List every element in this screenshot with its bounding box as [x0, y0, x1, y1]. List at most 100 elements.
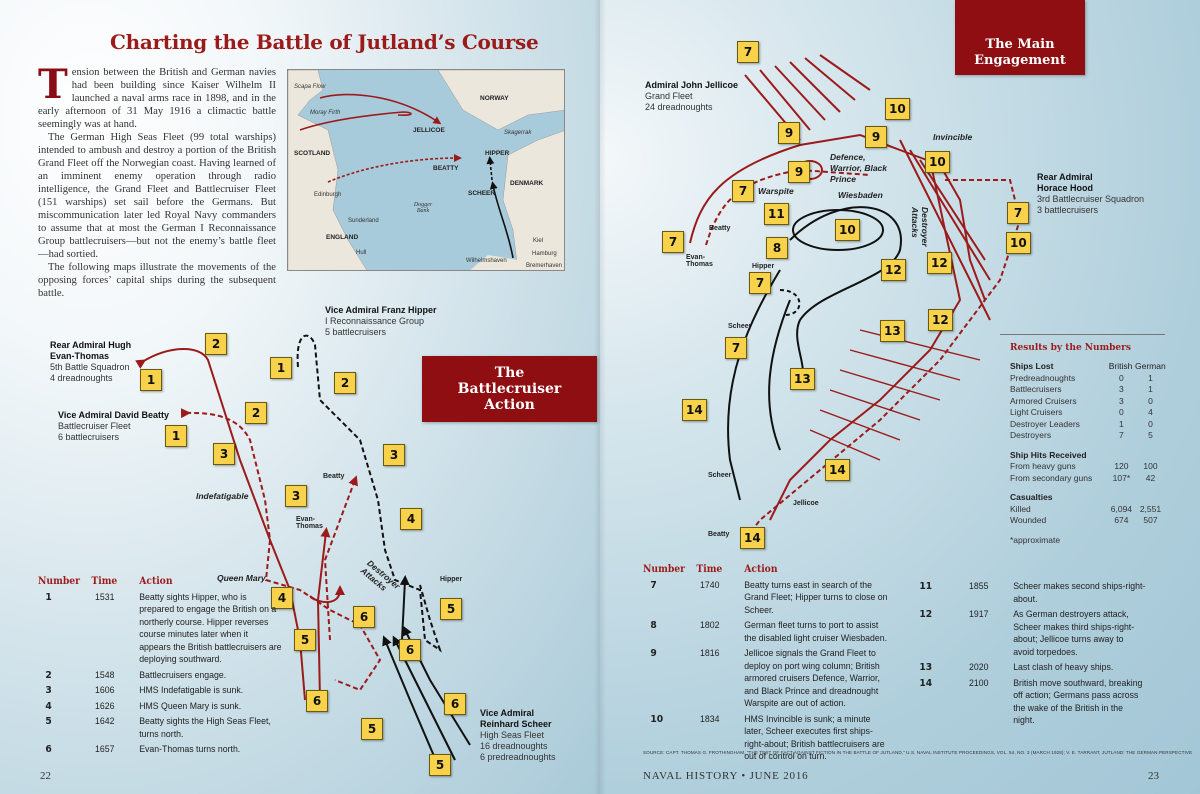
- event-action: Last clash of heavy ships.: [1013, 662, 1114, 673]
- event-action: British move southward, breaking off act…: [1013, 677, 1143, 727]
- label-scotland: SCOTLAND: [294, 150, 331, 157]
- text-element: 3rd Battlecruiser Squadron: [1037, 194, 1145, 204]
- number-badge: 6: [444, 693, 466, 715]
- event-number: 13: [919, 662, 933, 673]
- results-cell: 1: [1148, 384, 1153, 394]
- event-time: 1740: [700, 579, 720, 591]
- results-cell: 107*: [1112, 472, 1131, 483]
- text-element: 16 dreadnoughts: [480, 741, 548, 751]
- results-footnote: *approximate: [1010, 534, 1061, 545]
- text-element: British: [1108, 361, 1133, 371]
- label-kiel: Kiel: [533, 238, 544, 244]
- results-cell: 0: [1119, 372, 1124, 383]
- source-credit: SOURCE: CAPT. THOMAS G. FROTHINGHAM, “TH…: [643, 750, 1193, 755]
- number-badge: 12: [881, 259, 906, 281]
- label-denmark: DENMARK: [510, 180, 544, 187]
- number-badge: 12: [928, 309, 953, 331]
- number-badge: 1: [270, 357, 292, 379]
- event-action: Beatty sights the High Seas Fleet, turns…: [139, 716, 271, 740]
- header-time: Time: [696, 564, 723, 575]
- number-badge: 14: [682, 399, 707, 421]
- text-element: Rear Admiral Hugh Evan-Thomas: [50, 340, 132, 361]
- number-badge: 5: [440, 598, 462, 620]
- text-element: 6 predreadnoughts: [480, 752, 556, 762]
- label-beatty: Beatty: [709, 225, 731, 232]
- results-title: Results by the Numbers: [1010, 343, 1131, 353]
- number-badge: 6: [353, 606, 375, 628]
- page-number-right: 23: [1148, 770, 1159, 782]
- results-cell: Predreadnoughts: [1010, 372, 1076, 383]
- text-element: 6 battlecruisers: [58, 432, 120, 442]
- event-time: 1548: [95, 669, 115, 681]
- event-time: 1834: [700, 713, 720, 725]
- north-sea-inset-map: Scapa Flow Moray Firth JELLICOE NORWAY S…: [287, 69, 565, 271]
- track-segment: [399, 575, 410, 641]
- label-wiesbaden: Wiesbaden: [838, 190, 883, 200]
- beatty-track: [180, 408, 382, 692]
- text-element: 5 battlecruisers: [325, 327, 387, 337]
- number-badge: 12: [927, 252, 952, 274]
- results-cell: 0: [1148, 395, 1153, 406]
- text-element: Ships Lost: [1010, 361, 1054, 371]
- event-time: 1917: [969, 609, 989, 620]
- number-badge: 7: [1007, 202, 1029, 224]
- title-line: The: [494, 365, 525, 381]
- label-hipper: Hipper: [440, 576, 463, 583]
- page-fold: [594, 0, 606, 794]
- track-segment: [309, 585, 345, 604]
- label-scheer: Scheer: [708, 472, 732, 479]
- text-element: German: [1135, 361, 1166, 371]
- event-number: 1: [45, 591, 52, 603]
- number-badge: 9: [865, 126, 887, 148]
- event-number: 8: [650, 620, 657, 631]
- results-cell: 6,094: [1110, 503, 1133, 514]
- number-badge: 7: [662, 231, 684, 253]
- label-beatty: Beatty: [323, 473, 345, 480]
- number-badge: 10: [835, 219, 860, 241]
- label-evan-thomas: Evan-Thomas: [686, 254, 713, 268]
- header-number: Number: [643, 564, 685, 575]
- scheer-track-1: [382, 635, 441, 771]
- results-cell: From secondary guns: [1010, 472, 1093, 483]
- number-badge: 5: [361, 718, 383, 740]
- event-time: 1626: [95, 700, 115, 712]
- number-badge: 14: [740, 527, 765, 549]
- results-cell: Light Cruisers: [1010, 407, 1063, 417]
- label-bremerhaven: Bremerhaven: [526, 263, 563, 269]
- page-number-left: 22: [40, 770, 51, 782]
- results-cell: 674: [1114, 515, 1129, 525]
- text-element: 4 dreadnoughts: [50, 373, 113, 383]
- label-invincible: Invincible: [933, 132, 973, 142]
- event-number: 6: [45, 744, 52, 755]
- text-element: Battlecruiser Fleet: [58, 421, 131, 431]
- results-cell: Wounded: [1010, 515, 1047, 525]
- number-badge: 10: [925, 151, 950, 173]
- event-number: 4: [45, 700, 52, 712]
- label-jellicoe: JELLICOE: [413, 127, 445, 134]
- jellicoe-columns: [744, 54, 871, 141]
- label-hipper: Hipper: [752, 263, 775, 270]
- german-track: [727, 269, 781, 501]
- label-scheer: SCHEER: [468, 190, 496, 197]
- results-section-heading: Casualties: [1010, 492, 1053, 502]
- number-badge: 3: [213, 443, 235, 465]
- results-cell: 0: [1119, 407, 1124, 417]
